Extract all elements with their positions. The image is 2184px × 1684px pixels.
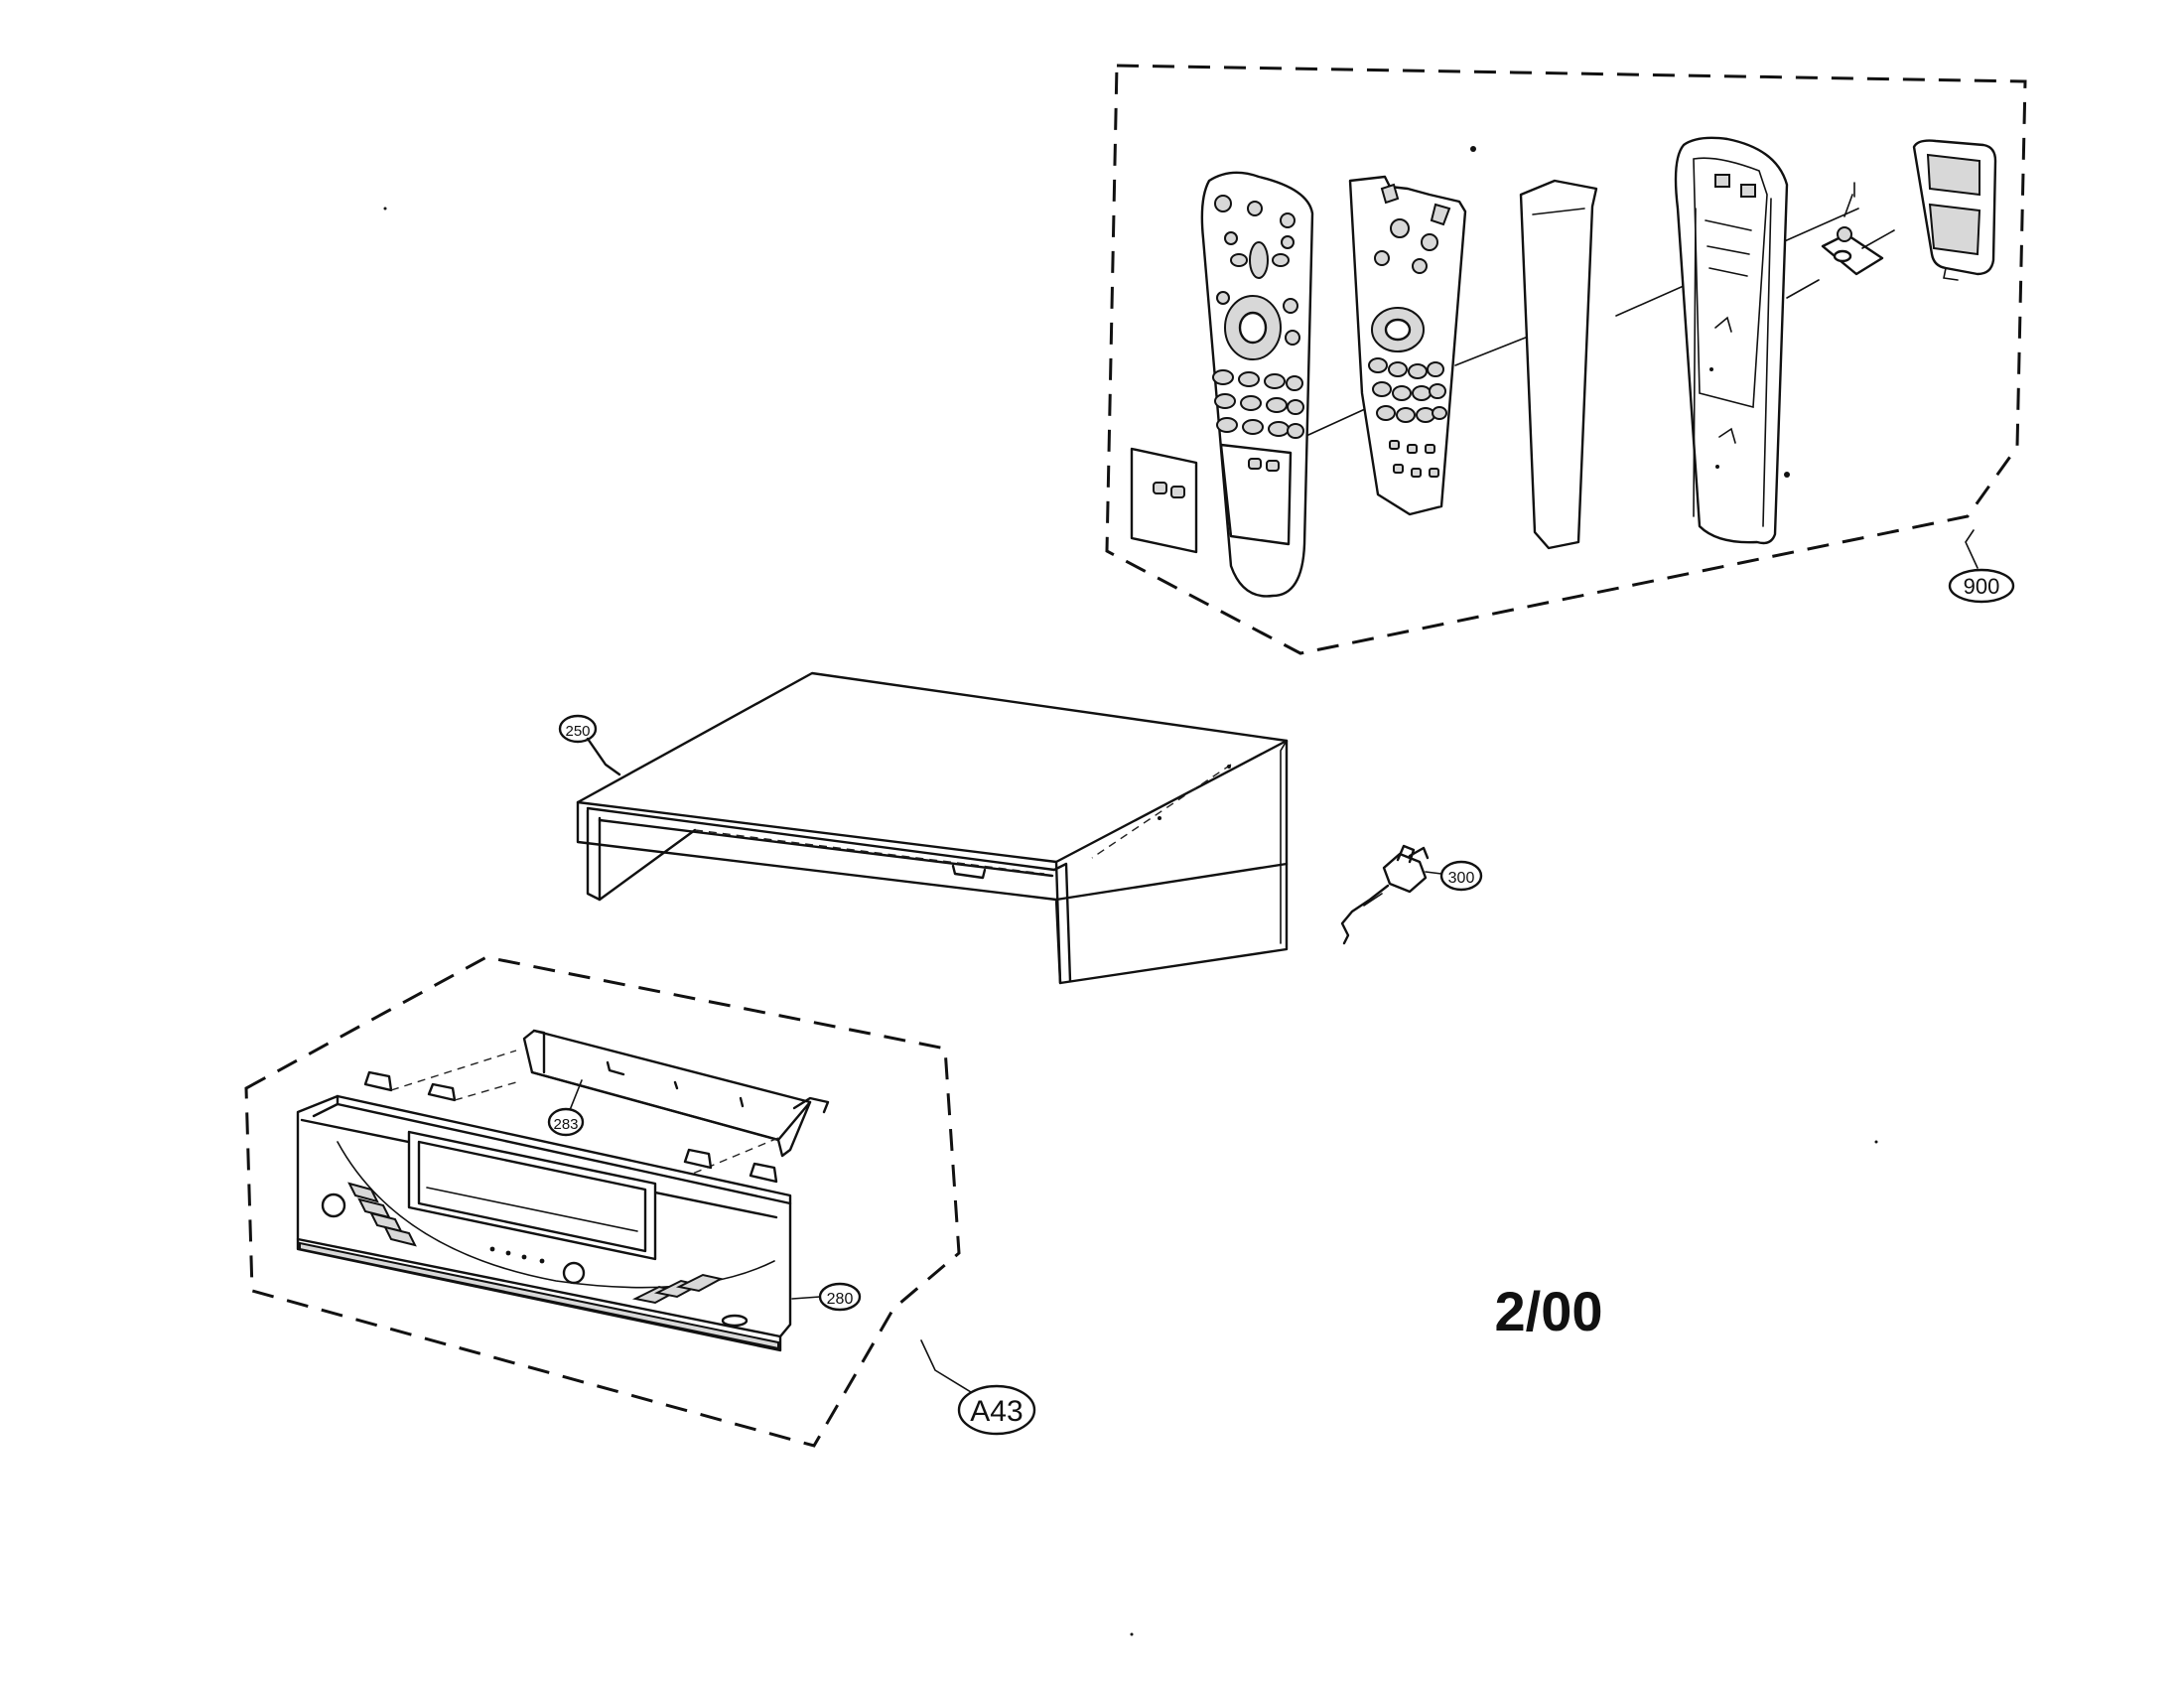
- remote-battery-door: [1912, 139, 1997, 281]
- callout-remote-assembly: 900: [1948, 529, 2015, 604]
- remote-mark-dot-2: [1784, 472, 1790, 478]
- remote-circuit-board: [1348, 175, 1467, 516]
- remote-assembly-boundary: [1105, 64, 2027, 655]
- date-code: 2/00: [1495, 1280, 1603, 1342]
- remote-assembly-guide-line-4: [1861, 229, 1895, 249]
- top-cover: [576, 671, 1289, 985]
- callout-power-cord: 300: [1439, 860, 1483, 892]
- callout-remote-assembly-label: 900: [1964, 574, 2000, 599]
- callout-top-cover: 250: [558, 714, 621, 776]
- scan-speck-2: [1874, 1140, 1878, 1144]
- remote-battery-terminal: [1821, 182, 1884, 276]
- scan-speck-1: [383, 207, 387, 210]
- remote-rear-case: [1674, 136, 1789, 545]
- remote-mark-dot-1: [1470, 146, 1476, 152]
- callout-top-cover-label: 250: [565, 723, 590, 740]
- remote-battery-cover: [1519, 179, 1598, 550]
- remote-front-case: [1200, 171, 1314, 598]
- callout-front-panel-assembly-label: A43: [970, 1395, 1023, 1428]
- callout-front-panel: 280: [791, 1282, 862, 1312]
- callout-power-cord-label: 300: [1448, 870, 1475, 887]
- remote-label-plate: [1130, 447, 1198, 554]
- remote-assembly-guide-line-1: [1307, 408, 1366, 436]
- front-panel-assembly: 283: [244, 955, 1036, 1448]
- scan-speck-3: [1130, 1632, 1134, 1636]
- callout-front-panel-label: 280: [827, 1291, 854, 1308]
- callout-front-bracket: 283: [547, 1079, 585, 1137]
- front-panel: [296, 1050, 792, 1352]
- remote-control-assembly: 900: [1105, 64, 2027, 655]
- callout-front-bracket-label: 283: [553, 1116, 578, 1133]
- callout-front-panel-assembly: A43: [920, 1339, 1036, 1436]
- front-bracket: [522, 1029, 830, 1189]
- power-cord: [1340, 844, 1442, 945]
- remote-assembly-guide-line-5: [1786, 279, 1820, 299]
